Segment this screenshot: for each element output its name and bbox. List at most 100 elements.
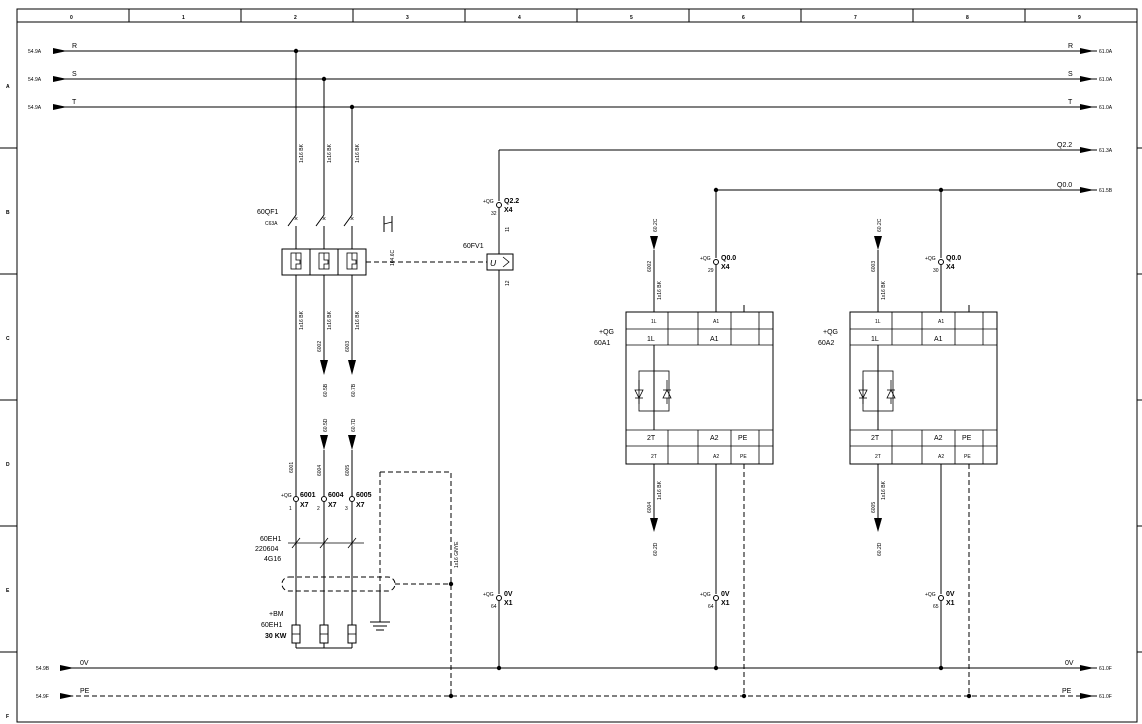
svg-text:2T: 2T [647,435,656,442]
svg-text:PE: PE [962,435,972,442]
svg-text:1x16 BK: 1x16 BK [657,480,663,500]
svg-text:R: R [1068,43,1073,50]
svg-text:+QG: +QG [483,199,494,205]
svg-text:X1: X1 [946,600,955,607]
svg-text:PE: PE [740,454,747,460]
svg-text:2T: 2T [651,454,657,460]
svg-text:+QG: +QG [925,592,936,598]
svg-text:61.5B: 61.5B [1099,188,1113,194]
svg-text:A2: A2 [713,454,719,460]
column-label: 0 [70,15,73,21]
protective-earth-line: 54.9F PE PE 61.0F [36,688,1112,700]
svg-text:A1: A1 [710,336,719,343]
heater-60EH1: +BM 60EH1 30 KW [261,611,357,649]
svg-text:104.6C: 104.6C [390,249,396,266]
svg-text:A2: A2 [710,435,719,442]
column-label: 3 [406,15,409,21]
svg-text:60A2: 60A2 [818,340,834,347]
column-label: 2 [294,15,297,21]
svg-text:61.0A: 61.0A [1099,77,1113,83]
svg-text:54.9A: 54.9A [28,105,42,111]
q00-signal-line: Q0.0 61.5B [716,182,1113,194]
svg-text:0V: 0V [1065,660,1074,667]
svg-text:64: 64 [708,604,714,610]
svg-text:0V: 0V [80,660,89,667]
svg-text:6005: 6005 [871,502,877,513]
svg-text:29: 29 [708,268,714,274]
svg-text:X4: X4 [946,264,955,271]
svg-text:54.9A: 54.9A [28,49,42,55]
svg-text:X7: X7 [300,502,309,509]
svg-text:60.7D: 60.7D [351,418,357,432]
svg-text:PE: PE [964,454,971,460]
svg-text:+BM: +BM [269,611,284,618]
svg-text:1L: 1L [651,319,657,325]
column-label: 6 [742,15,745,21]
svg-text:+QG: +QG [483,592,494,598]
svg-text:+QG: +QG [700,256,711,262]
terminal-strip-X7: +QG 6001 6004 6005 X7 X7 X7 1 2 3 [281,492,372,512]
zero-volt-line: 54.9B 0V 0V 61.0F [36,660,1112,672]
svg-text:60A1: 60A1 [594,340,610,347]
svg-text:11: 11 [505,227,511,232]
phase-R-line: 54.9A R R 61.0A [28,43,1113,55]
svg-text:60.2D: 60.2D [653,542,659,556]
svg-text:6004: 6004 [317,465,323,476]
svg-text:1x16 BK: 1x16 BK [657,280,663,300]
q22-signal-line: Q2.2 61.3A [499,142,1113,154]
svg-text:A2: A2 [938,454,944,460]
svg-text:A1: A1 [934,336,943,343]
svg-text:+QG: +QG [599,329,614,336]
svg-text:S: S [72,71,77,78]
svg-text:×: × [294,216,298,223]
svg-text:S: S [1068,71,1073,78]
svg-text:60EH1: 60EH1 [261,622,283,629]
row-label: A [6,84,10,90]
solid-state-relay-60A1: 60.2C 6002 1x16 BK +QG Q0.0 X4 29 +QG 60… [594,187,774,699]
svg-text:6001: 6001 [300,492,316,499]
row-label: E [6,588,10,594]
svg-text:X1: X1 [504,600,513,607]
row-label: B [6,210,10,216]
svg-text:64: 64 [491,604,497,610]
svg-text:+QG: +QG [925,256,936,262]
svg-text:54.9B: 54.9B [36,666,50,672]
svg-text:1x16 BK: 1x16 BK [299,143,305,163]
svg-text:PE: PE [80,688,90,695]
svg-text:PE: PE [738,435,748,442]
svg-text:6002: 6002 [647,261,653,272]
svg-text:×: × [350,216,354,223]
svg-text:61.0A: 61.0A [1099,105,1113,111]
svg-text:R: R [72,43,77,50]
svg-text:2T: 2T [871,435,880,442]
breaker-outputs: 1x16 BK 1x16 BK 1x16 BK 6002 6003 60.5B … [289,275,361,496]
svg-text:60QF1: 60QF1 [257,209,279,216]
svg-text:4G16: 4G16 [264,556,281,563]
svg-text:X7: X7 [356,502,365,509]
svg-text:0V: 0V [946,591,955,598]
svg-text:6005: 6005 [345,465,351,476]
svg-text:1x16 GNYE: 1x16 GNYE [454,541,460,568]
heater-cable-60EH1: 60EH1 220604 4G16 [255,502,451,631]
svg-text:54.9A: 54.9A [28,77,42,83]
svg-text:Q0.0: Q0.0 [721,255,736,262]
svg-text:60.5B: 60.5B [323,383,329,397]
svg-text:12: 12 [505,280,511,286]
svg-text:1L: 1L [875,319,881,325]
svg-text:2: 2 [317,506,320,512]
svg-text:0V: 0V [721,591,730,598]
svg-text:Q2.2: Q2.2 [504,198,519,205]
column-label: 7 [854,15,857,21]
svg-text:X4: X4 [504,207,513,214]
svg-text:30: 30 [933,268,939,274]
svg-text:1x16 BK: 1x16 BK [355,143,361,163]
phase-T-line: 54.9A T T 61.0A [28,99,1113,111]
svg-text:6005: 6005 [356,492,372,499]
svg-text:6002: 6002 [317,341,323,352]
column-label: 1 [182,15,185,21]
svg-text:X4: X4 [721,264,730,271]
row-label: C [6,336,10,342]
phase-S-line: 54.9A S S 61.0A [28,71,1113,83]
